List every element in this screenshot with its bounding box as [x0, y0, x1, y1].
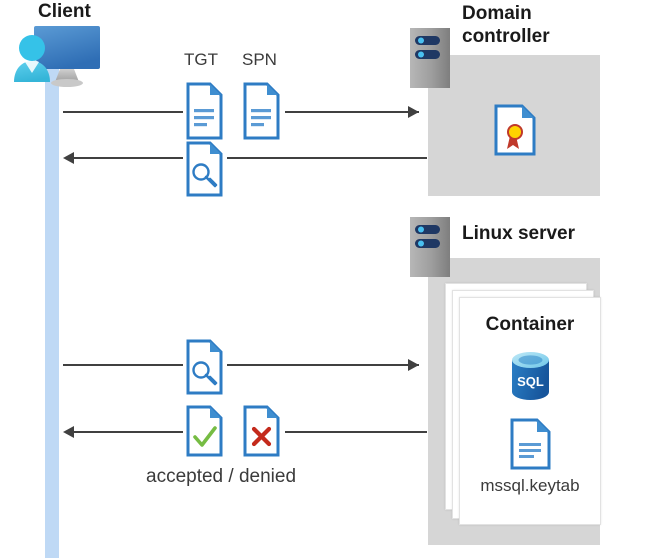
message-4-arrowhead: [63, 426, 74, 438]
denied-cross-document-icon: [243, 405, 280, 457]
message-1-arrowhead: [408, 106, 419, 118]
accepted-denied-caption: accepted / denied: [146, 466, 297, 487]
message-1-line-right: [285, 111, 419, 113]
service-ticket-key-document-icon-2: [186, 339, 223, 395]
client-label: Client: [38, 1, 91, 22]
domain-controller-label: Domain controller: [462, 3, 550, 47]
client-workstation-icon: [8, 22, 116, 92]
certificate-document-icon: [494, 104, 536, 156]
container-card-front: Container SQL: [459, 297, 601, 525]
linux-server-server-rack-icon: [410, 217, 450, 277]
client-lifeline: [45, 68, 59, 558]
message-3-arrowhead: [408, 359, 419, 371]
tgt-label: TGT: [184, 50, 218, 69]
sql-database-icon: SQL: [508, 350, 553, 402]
domain-controller-server-rack-icon: [410, 28, 450, 88]
container-title: Container: [485, 314, 575, 335]
sql-badge-text: SQL: [517, 374, 544, 389]
message-4-line-left: [74, 431, 183, 433]
message-2-line-right: [227, 157, 427, 159]
service-ticket-key-document-icon-1: [186, 141, 223, 197]
message-3-line-left: [63, 364, 183, 366]
message-3-line-right: [227, 364, 419, 366]
linux-server-label: Linux server: [462, 223, 575, 244]
spn-document-icon: [243, 82, 280, 140]
accepted-check-document-icon: [186, 405, 223, 457]
keytab-document-icon: [510, 418, 551, 470]
message-1-line-left: [63, 111, 183, 113]
tgt-document-icon: [186, 82, 223, 140]
message-2-line-left: [74, 157, 183, 159]
message-2-arrowhead: [63, 152, 74, 164]
spn-label: SPN: [242, 50, 277, 69]
keytab-filename-label: mssql.keytab: [480, 476, 580, 495]
message-4-line-right: [285, 431, 427, 433]
